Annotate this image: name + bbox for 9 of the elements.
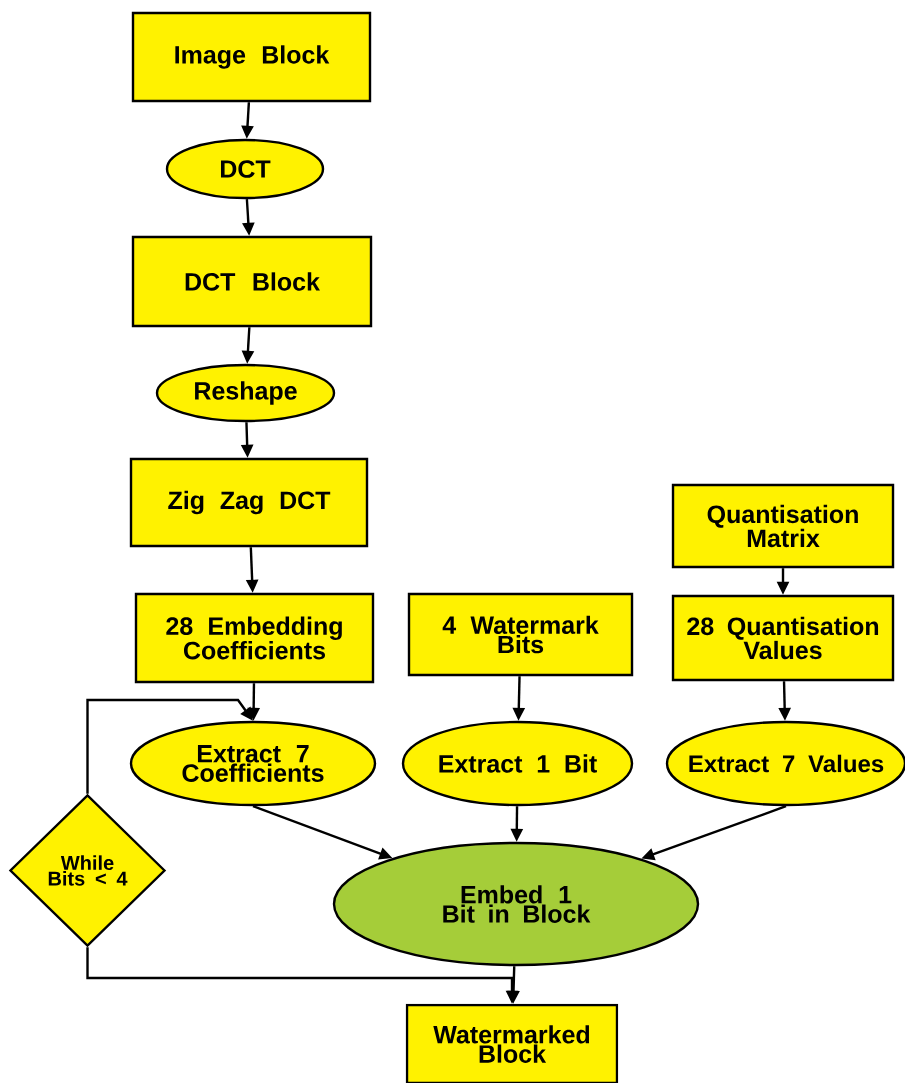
arrow [86, 698, 253, 794]
process-box: Watermarked Block [405, 1003, 619, 1083]
process-box: DCT Block [131, 235, 373, 328]
process-box: 28 Embedding Coefficients [134, 592, 375, 684]
process-box: Quantisation Matrix [671, 483, 895, 569]
process-box: 28 Quantisation Values [671, 594, 895, 682]
process-box: 4 Watermark Bits [407, 592, 634, 677]
process-box: Zig Zag DCT [129, 457, 369, 548]
process-box: Image Block [131, 11, 372, 103]
